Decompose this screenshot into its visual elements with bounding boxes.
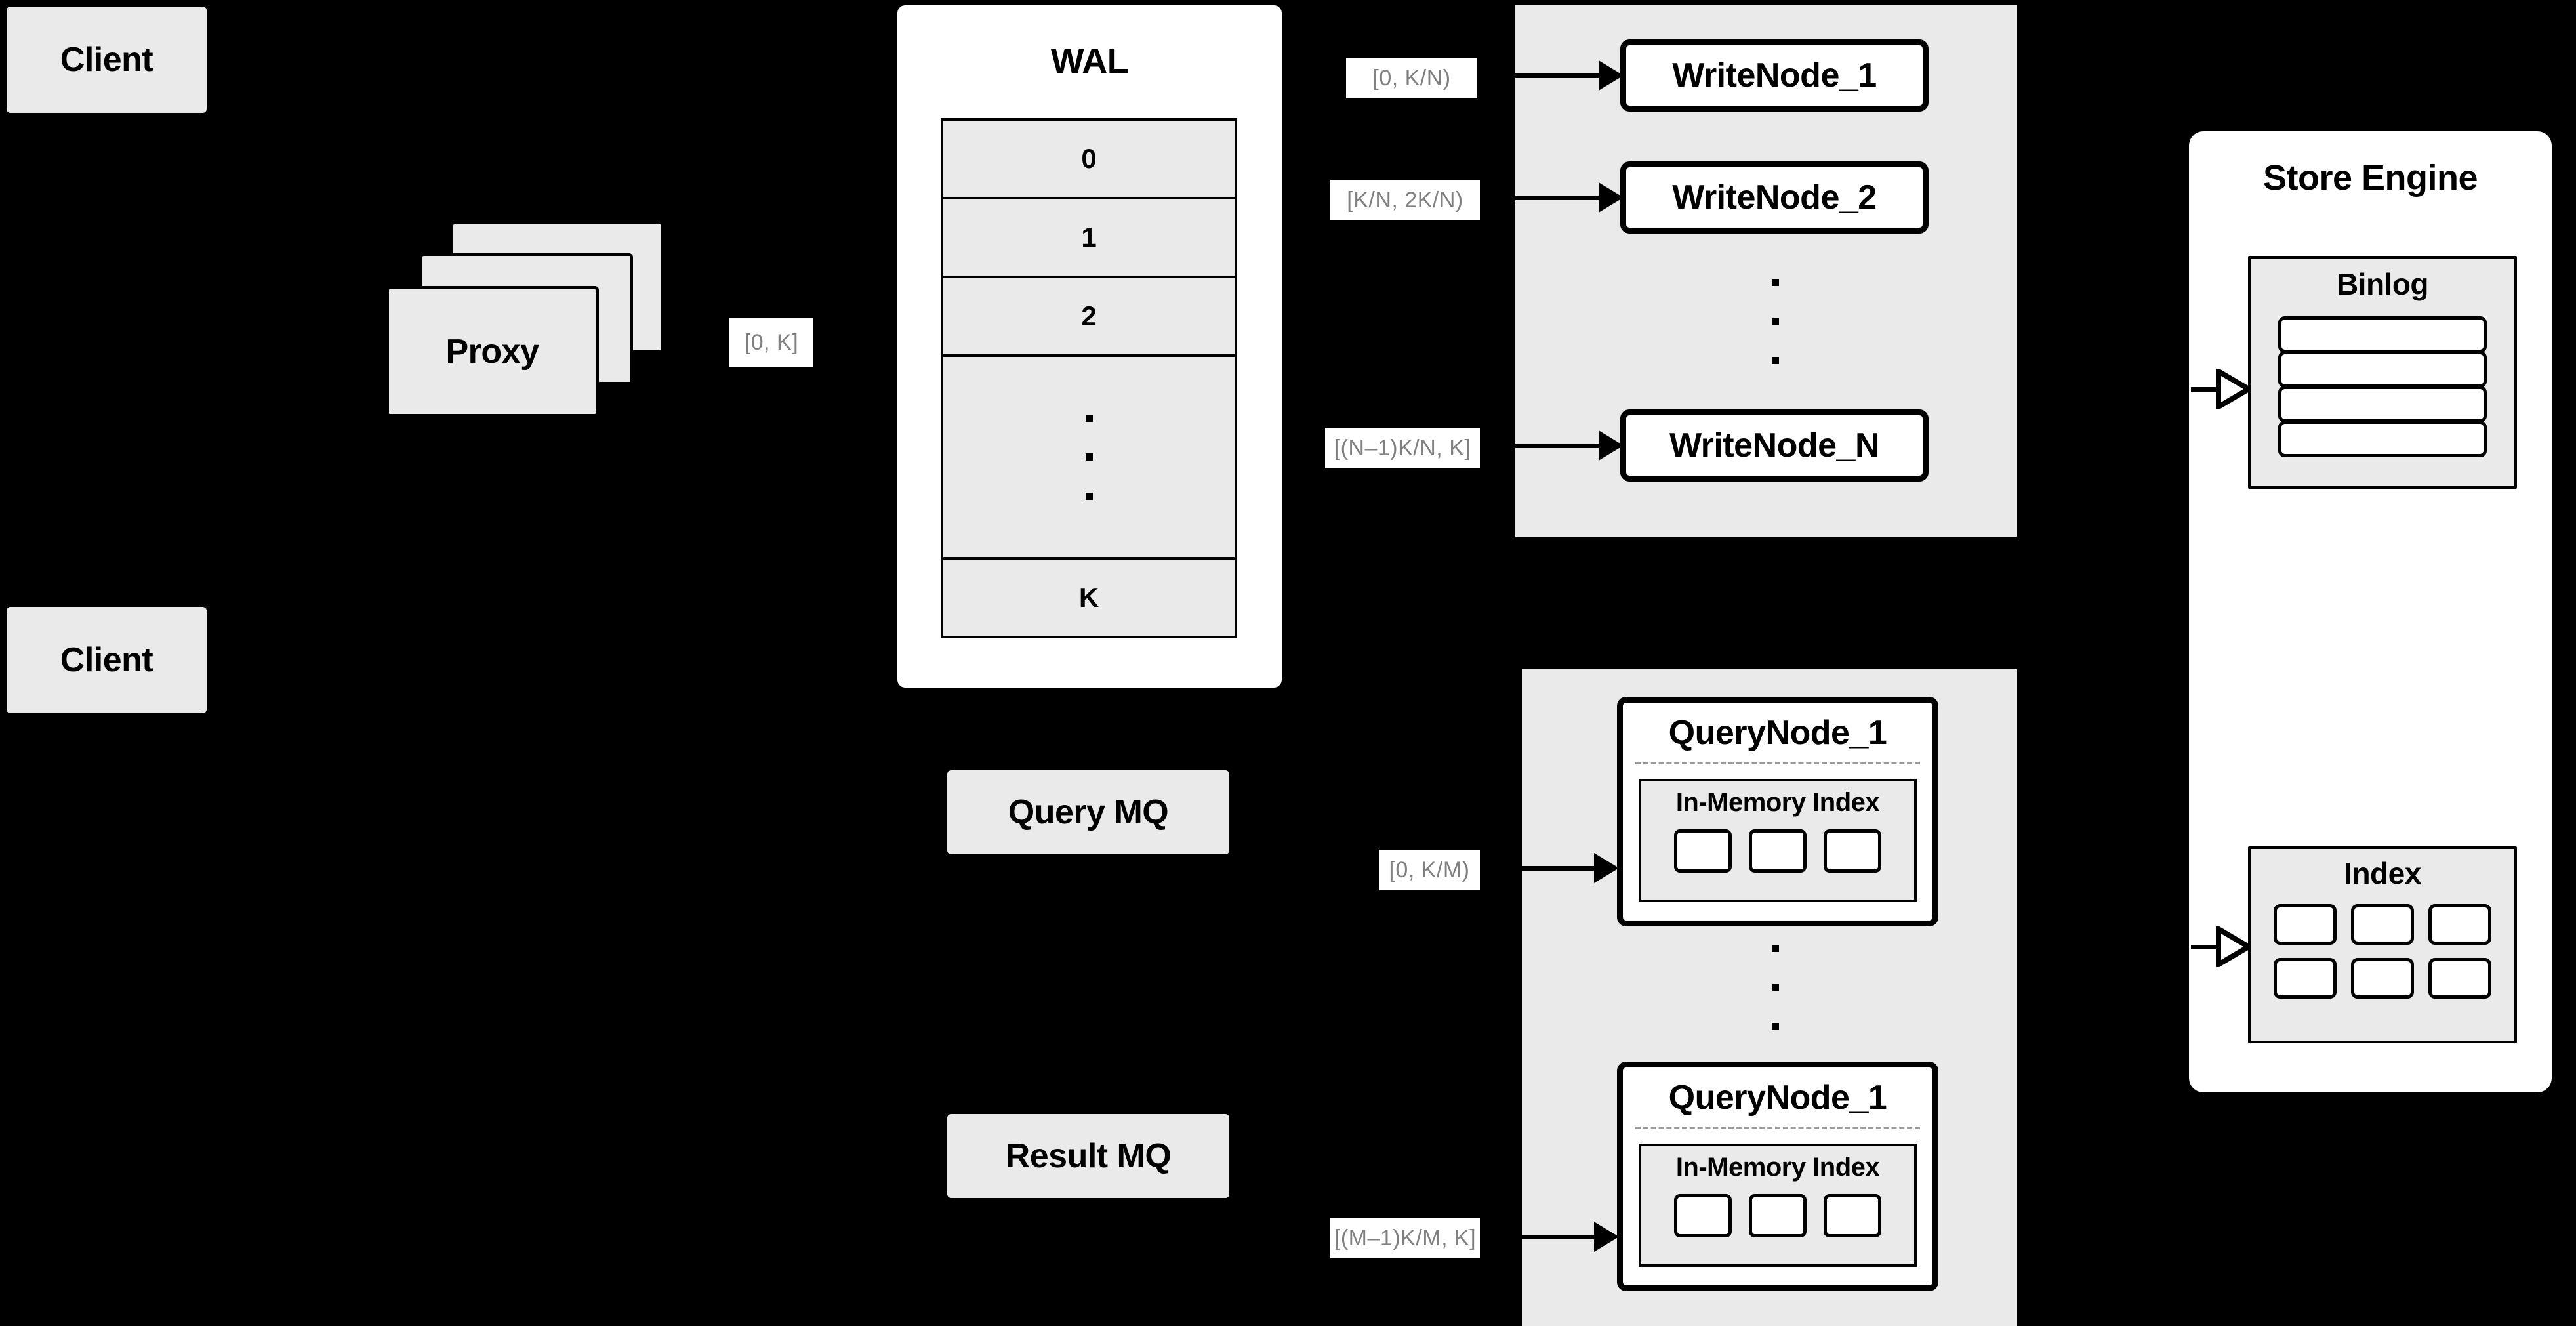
index-arrow-line: [2191, 945, 2218, 949]
write-node-1-arrow-head: [1599, 60, 1624, 91]
query-node-1-arrow-head: [1594, 853, 1619, 883]
query-node-1-arrow-line: [1522, 866, 1595, 871]
query-node-2-chip-row: [1673, 1194, 1881, 1237]
query-node-1-chip-row: [1673, 829, 1881, 873]
index-chip[interactable]: [1673, 1194, 1732, 1237]
result-mq-label: Result MQ: [1005, 1137, 1172, 1175]
binlog-row[interactable]: [2278, 351, 2487, 388]
query-node-2-range-tag: [(M–1)K/M, K]: [1330, 1218, 1480, 1258]
write-node-n-arrow-head: [1599, 430, 1624, 461]
query-node-1[interactable]: QueryNode_1 In-Memory Index: [1617, 697, 1938, 926]
index-cell-grid: [2274, 904, 2491, 999]
index-chip[interactable]: [1748, 829, 1807, 873]
binlog-arrow-line: [2191, 387, 2218, 392]
client-label-1: Client: [60, 41, 153, 79]
wal-row[interactable]: 2: [943, 278, 1235, 358]
query-node-2-arrow-line: [1522, 1235, 1595, 1239]
binlog-row-stack: [2278, 316, 2487, 457]
write-node-1-arrow-line: [1515, 73, 1601, 78]
wal-ellipsis-icon: [1085, 414, 1093, 500]
write-node-1[interactable]: WriteNode_1: [1620, 39, 1929, 112]
query-mq-label: Query MQ: [1008, 793, 1169, 831]
index-title: Index: [2344, 856, 2421, 890]
wal-row[interactable]: K: [1078, 581, 1099, 613]
write-node-ellipsis-icon: [1771, 279, 1779, 364]
index-chip[interactable]: [1748, 1194, 1807, 1237]
index-cell[interactable]: [2351, 958, 2414, 999]
write-node-2-arrow-line: [1515, 196, 1601, 200]
wal-row[interactable]: 0: [943, 121, 1235, 200]
write-node-2-range-tag: [K/N, 2K/N): [1330, 180, 1480, 220]
write-node-n-label: WriteNode_N: [1669, 426, 1880, 465]
index-cell[interactable]: [2428, 958, 2491, 999]
query-node-2-arrow-head: [1594, 1222, 1619, 1252]
write-node-1-range-tag: [0, K/N): [1346, 58, 1477, 98]
proxy-label: Proxy: [445, 333, 539, 371]
wal-row[interactable]: 1: [943, 199, 1235, 279]
proxy-box[interactable]: Proxy: [386, 286, 599, 417]
client-box-1[interactable]: Client: [7, 7, 207, 113]
index-cell[interactable]: [2274, 904, 2337, 945]
query-node-1-range-tag: [0, K/M): [1379, 850, 1480, 890]
query-node-2-label: QueryNode_1: [1668, 1079, 1887, 1117]
wal-row-list: 0 1 2 K: [941, 118, 1237, 638]
result-mq-box[interactable]: Result MQ: [947, 1114, 1229, 1198]
index-box: Index: [2248, 846, 2517, 1043]
query-node-1-divider: [1635, 762, 1921, 764]
wal-row-ellipsis: [943, 357, 1235, 560]
store-engine-title: Store Engine: [2262, 158, 2478, 197]
index-chip[interactable]: [1823, 829, 1881, 873]
write-node-n-range-tag: [(N–1)K/N, K]: [1325, 428, 1480, 468]
write-node-1-label: WriteNode_1: [1672, 56, 1877, 94]
query-node-2-imi-title: In-Memory Index: [1675, 1153, 1880, 1182]
binlog-title: Binlog: [2336, 267, 2429, 301]
query-node-ellipsis-icon: [1771, 945, 1779, 1030]
proxy-range-tag: [0, K]: [729, 318, 813, 367]
query-node-1-in-memory-index: In-Memory Index: [1639, 779, 1917, 902]
binlog-row[interactable]: [2278, 421, 2487, 457]
query-node-2-divider: [1635, 1127, 1921, 1129]
index-chip[interactable]: [1673, 829, 1732, 873]
write-node-2-label: WriteNode_2: [1672, 178, 1877, 217]
index-cell[interactable]: [2274, 958, 2337, 999]
query-mq-box[interactable]: Query MQ: [947, 770, 1229, 854]
query-node-1-imi-title: In-Memory Index: [1675, 788, 1880, 817]
write-node-n[interactable]: WriteNode_N: [1620, 409, 1929, 482]
wal-title: WAL: [1050, 41, 1129, 81]
binlog-row[interactable]: [2278, 386, 2487, 423]
client-box-2[interactable]: Client: [7, 607, 207, 713]
write-node-2[interactable]: WriteNode_2: [1620, 161, 1929, 234]
write-node-2-arrow-head: [1599, 182, 1624, 213]
index-cell[interactable]: [2351, 904, 2414, 945]
client-label-2: Client: [60, 641, 153, 679]
index-chip[interactable]: [1823, 1194, 1881, 1237]
write-node-n-arrow-line: [1515, 444, 1601, 448]
index-cell[interactable]: [2428, 904, 2491, 945]
query-node-2[interactable]: QueryNode_1 In-Memory Index: [1617, 1062, 1938, 1291]
binlog-box: Binlog: [2248, 256, 2517, 489]
binlog-row[interactable]: [2278, 316, 2487, 353]
query-node-1-label: QueryNode_1: [1668, 714, 1887, 752]
query-node-2-in-memory-index: In-Memory Index: [1639, 1144, 1917, 1267]
